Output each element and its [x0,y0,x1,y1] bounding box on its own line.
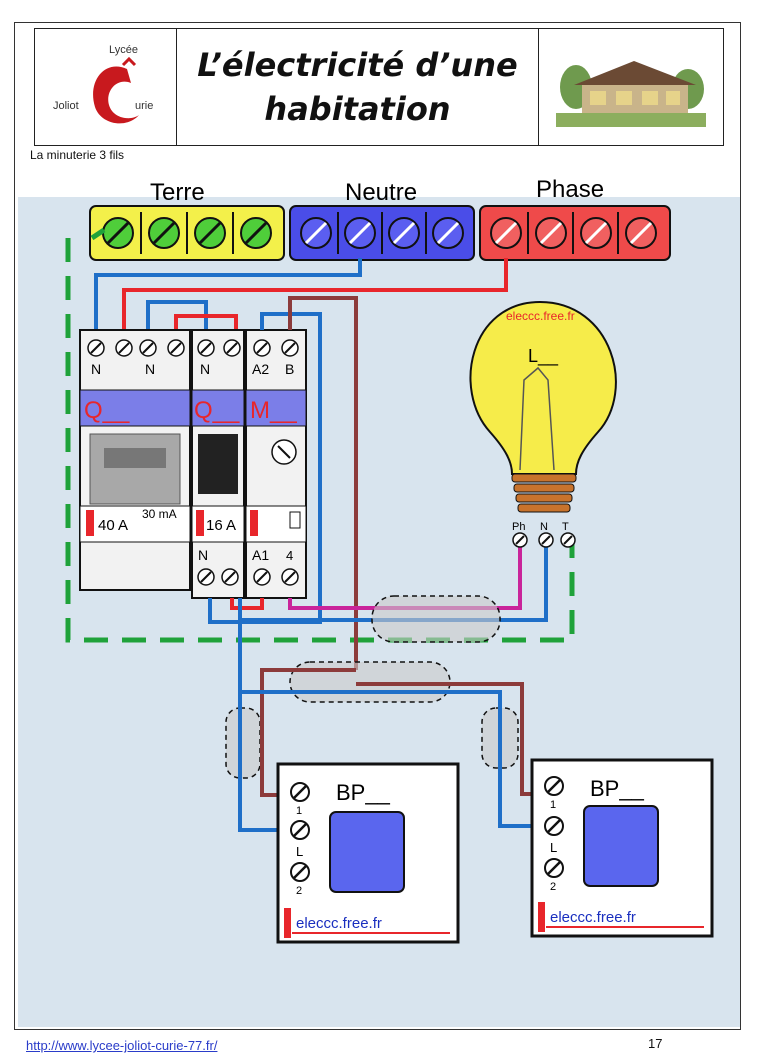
svg-text:L__: L__ [528,346,559,367]
svg-text:1: 1 [550,799,556,811]
push-button-left: 1 L 2 BP__ eleccc.free.fr [276,762,460,944]
svg-text:L: L [296,844,303,859]
svg-text:16 A: 16 A [206,517,236,534]
svg-text:N: N [200,361,210,377]
logo-left-text: Joliot [53,100,79,112]
footer-link[interactable]: http://www.lycee-joliot-curie-77.fr/ [26,1038,218,1053]
svg-text:N: N [91,361,101,377]
svg-text:eleccc.free.fr: eleccc.free.fr [550,909,636,926]
house-picture [539,29,723,145]
svg-text:Q__: Q__ [194,397,240,424]
svg-text:2: 2 [550,881,556,893]
light-bulb: eleccc.free.fr L__ Ph N T [469,300,617,548]
svg-text:A2: A2 [252,361,269,377]
lighting-breaker: N Q__ 16 A N [191,329,245,599]
svg-text:eleccc.free.fr: eleccc.free.fr [506,309,575,323]
svg-text:Ph: Ph [512,521,525,533]
timer-relay: A2 B M__ A1 4 [245,329,307,599]
svg-text:BP__: BP__ [590,776,645,801]
phase-label: Phase [536,176,604,203]
svg-text:Q__: Q__ [84,397,130,424]
svg-text:2: 2 [296,885,302,897]
neutre-label: Neutre [345,179,417,206]
earth-conductor [65,238,575,643]
svg-text:N: N [198,547,208,563]
school-logo: Lycée Joliot urie [35,29,177,145]
logo-top-text: Lycée [109,44,138,56]
svg-text:40 A: 40 A [98,517,128,534]
svg-text:L: L [550,840,557,855]
svg-text:A1: A1 [252,547,269,563]
svg-text:N: N [540,521,548,533]
terre-label: Terre [150,179,205,206]
phase-feed-wire [122,258,508,330]
svg-text:N: N [145,361,155,377]
terre-busbar [89,205,285,261]
page-number: 17 [648,1036,663,1051]
svg-text:1: 1 [296,805,302,817]
logo-c-mark [93,66,139,124]
page-frame [14,22,741,1030]
neutral-feed-wire [94,258,362,330]
neutre-busbar [289,205,475,261]
svg-text:M__: M__ [250,397,297,424]
svg-text:B: B [285,361,294,377]
svg-text:BP__: BP__ [336,780,391,805]
push-button-right: 1 L 2 BP__ eleccc.free.fr [530,758,714,938]
svg-text:eleccc.free.fr: eleccc.free.fr [296,915,382,932]
logo-right-text: urie [135,100,153,112]
svg-text:4: 4 [286,548,293,563]
svg-text:T: T [562,521,569,533]
timer-neutral-wire [208,312,322,624]
differential-breaker: N N Q__ 40 A 30 mA [79,329,191,591]
phase-busbar [479,205,671,261]
svg-text:30 mA: 30 mA [142,507,177,521]
timer-brown-wire [288,296,358,670]
diagram-subtitle: La minuterie 3 fils [30,148,125,162]
